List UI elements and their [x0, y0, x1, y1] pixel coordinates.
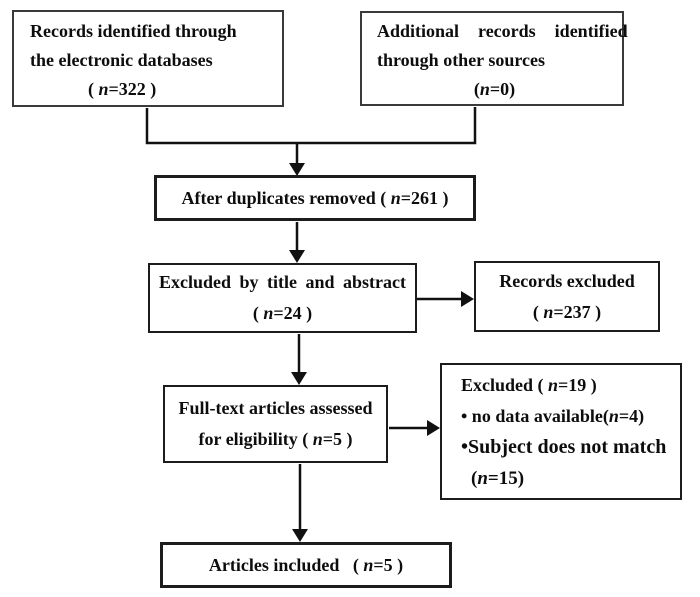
records-excluded-count: ( n=237 ) — [532, 301, 602, 322]
excluded-title-count: ( n=24 ) — [252, 303, 313, 323]
fulltext-assessed-line: Full-text articles assessed — [178, 398, 373, 418]
after-duplicates-line: After duplicates removed ( n=261 ) — [181, 187, 449, 208]
box-records-excluded: Records excluded ( n=237 ) — [474, 261, 660, 332]
box-fulltext-assessed: Full-text articles assessed for eligibil… — [163, 385, 388, 463]
arrowhead-to-after-duplicates-icon — [289, 163, 305, 176]
additional-records-line: Additional records identified — [377, 21, 628, 41]
arrowhead-to-excluded-title-icon — [289, 250, 305, 263]
arrowhead-to-records-excluded-icon — [461, 291, 474, 307]
fulltext-excluded-reason: •Subject does not match — [461, 435, 667, 458]
records-excluded-line: Records excluded — [499, 270, 635, 291]
fulltext-excluded-count: (n=15) — [471, 467, 525, 489]
additional-records-count: (n=0) — [473, 79, 516, 99]
records-identified-line: Records identified through — [30, 21, 237, 41]
box-excluded-title-abstract: Excluded by title and abstract ( n=24 ) — [148, 263, 417, 333]
top-join-line — [145, 107, 477, 145]
fulltext-excluded-reason: • no data available(n=4) — [461, 405, 645, 426]
excluded-title-line: Excluded by title and abstract — [158, 272, 406, 292]
arrowhead-to-fulltext-excluded-icon — [427, 420, 440, 436]
additional-records-line: through other sources — [377, 50, 546, 70]
box-additional-records: Additional records identified through ot… — [360, 11, 628, 106]
arrowhead-to-articles-included-icon — [292, 529, 308, 542]
fulltext-assessed-line: for eligibility ( n=5 ) — [198, 429, 353, 449]
box-records-identified: Records identified through the electroni… — [12, 10, 284, 107]
records-identified-count: ( n=322 ) — [88, 79, 157, 99]
records-identified-line: the electronic databases — [30, 50, 213, 70]
articles-included-line: Articles included ( n=5 ) — [208, 554, 404, 575]
box-after-duplicates-removed: After duplicates removed ( n=261 ) — [154, 175, 476, 221]
arrowhead-to-fulltext-icon — [291, 372, 307, 385]
box-articles-included: Articles included ( n=5 ) — [160, 542, 452, 588]
fulltext-excluded-heading: Excluded ( n=19 ) — [461, 374, 597, 395]
box-fulltext-excluded: Excluded ( n=19 ) • no data available(n=… — [440, 363, 682, 500]
